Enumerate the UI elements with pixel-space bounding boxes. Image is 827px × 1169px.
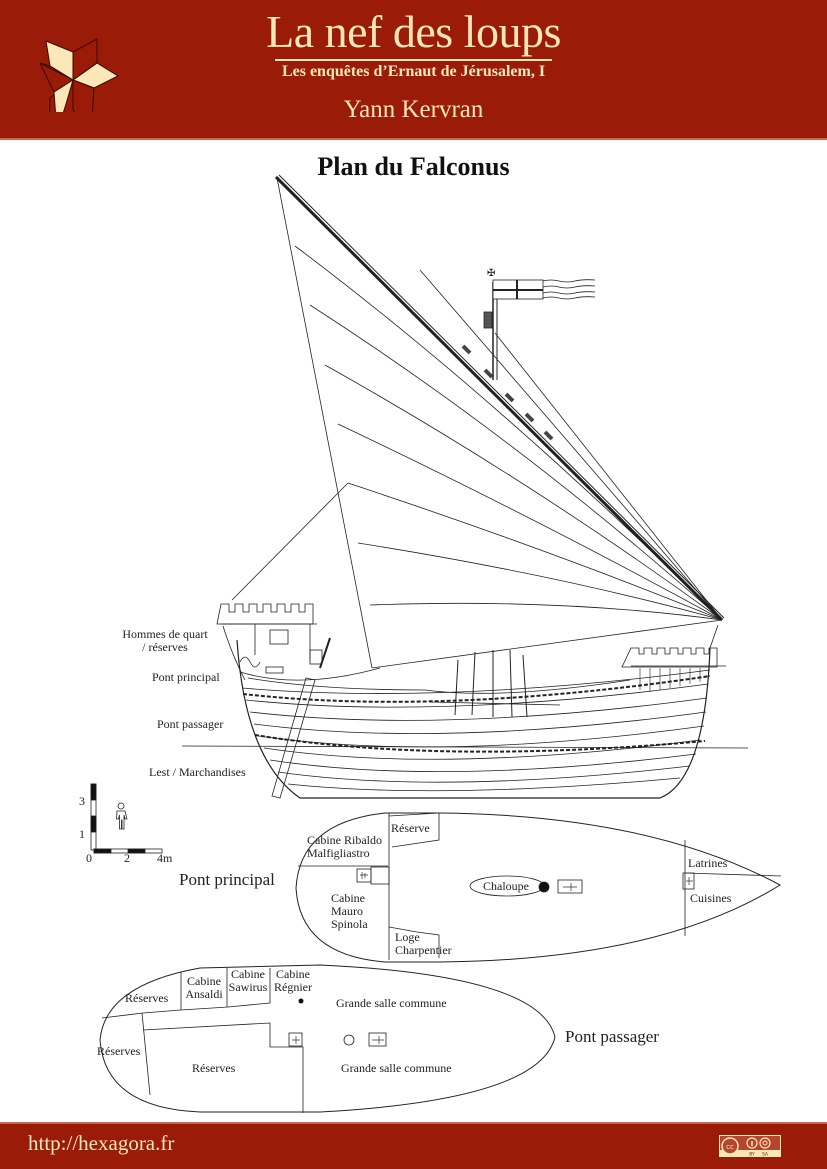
title-rule <box>275 59 552 61</box>
room-reserves-main: Réserves <box>192 1061 236 1075</box>
label-hold: Lest / Marchandises <box>149 765 246 779</box>
room-cuisines: Cuisines <box>690 891 732 905</box>
room-cabin-ansaldi: Cabine Ansaldi <box>181 975 227 1001</box>
hexagora-star-logo-icon <box>39 38 120 112</box>
room-cabin-mauro-line3: Spinola <box>331 917 368 931</box>
human-figure-icon <box>116 802 128 830</box>
scale-tick-3: 3 <box>79 794 85 808</box>
book-title: La nef des loups <box>266 6 561 57</box>
lateen-sail <box>231 177 723 669</box>
scale-tick-4m: 4m <box>157 851 173 865</box>
room-loge-line1: Loge <box>395 930 420 944</box>
footer-border <box>0 1122 827 1124</box>
room-cabin-regnier: Cabine Régnier <box>270 968 316 994</box>
scale-tick-2: 2 <box>124 851 130 865</box>
footer-band <box>0 1124 827 1169</box>
room-reserves-left: Réserves <box>97 1044 141 1058</box>
main-deck-plan-label: Pont principal <box>179 870 275 889</box>
lateen-yard <box>274 174 725 622</box>
room-cabin-regnier-line2: Régnier <box>274 980 312 994</box>
scale-bar <box>90 783 163 854</box>
main-deck-plan <box>295 812 782 963</box>
room-cabin-mauro-line2: Mauro <box>331 904 363 918</box>
room-cabin-mauro-line1: Cabine <box>331 891 365 905</box>
room-chaloupe: Chaloupe <box>483 879 529 893</box>
room-cabin-regnier-line1: Cabine <box>276 967 310 981</box>
plan-title: Plan du Falconus <box>317 152 510 181</box>
bow-castle <box>216 603 331 681</box>
book-subtitle: Les enquêtes d’Ernaut de Jérusalem, I <box>281 63 546 80</box>
header-band <box>0 0 827 138</box>
scale-tick-0: 0 <box>86 851 92 865</box>
room-cabin-ansaldi-line1: Cabine <box>187 974 221 988</box>
room-cabin-sawirus: Cabine Sawirus <box>226 968 270 994</box>
room-cabin-sawirus-line2: Sawirus <box>228 980 268 994</box>
room-cabin-ribaldo: Cabine Ribaldo Malfigliastro <box>307 834 382 860</box>
label-crew-line2: / réserves <box>142 640 188 654</box>
cc-sa-text: SA <box>762 1152 769 1158</box>
stern-castle <box>621 624 726 692</box>
room-reserve: Réserve <box>391 821 430 835</box>
room-cabin-ribaldo-line2: Malfigliastro <box>307 846 370 860</box>
room-loge-charpentier: Loge Charpentier <box>395 931 452 957</box>
room-loge-line2: Charpentier <box>395 943 452 957</box>
passenger-deck-plan <box>99 964 556 1113</box>
room-cabin-ribaldo-line1: Cabine Ribaldo <box>307 833 382 847</box>
cc-text: cc <box>726 1143 734 1151</box>
label-main-deck: Pont principal <box>152 670 220 684</box>
passenger-deck-plan-label: Pont passager <box>565 1027 659 1046</box>
room-latrines: Latrines <box>688 856 728 870</box>
stair-icons <box>292 872 693 1044</box>
room-hall-top: Grande salle commune <box>336 996 447 1010</box>
room-reserves-top: Réserves <box>125 991 169 1005</box>
header-border <box>0 138 827 140</box>
marker-dot <box>298 998 304 1004</box>
label-crew: Hommes de quart / réserves <box>108 628 222 654</box>
room-cabin-mauro: Cabine Mauro Spinola <box>331 892 368 931</box>
hull <box>181 639 749 799</box>
room-hall-bottom: Grande salle commune <box>341 1061 452 1075</box>
cc-by-text: BY <box>749 1152 755 1158</box>
room-cabin-sawirus-line1: Cabine <box>231 967 265 981</box>
scale-tick-1: 1 <box>79 827 85 841</box>
label-crew-line1: Hommes de quart <box>122 627 208 641</box>
label-passenger-deck: Pont passager <box>157 717 224 731</box>
room-cabin-ansaldi-line2: Ansaldi <box>185 987 223 1001</box>
website-link[interactable]: http://hexagora.fr <box>28 1131 175 1155</box>
svg-text:✠: ✠ <box>487 268 495 279</box>
mast-and-flag: ✠ <box>483 268 596 380</box>
book-author: Yann Kervran <box>343 96 484 123</box>
cc-by-sa-icon: cc BY SA <box>719 1135 781 1157</box>
